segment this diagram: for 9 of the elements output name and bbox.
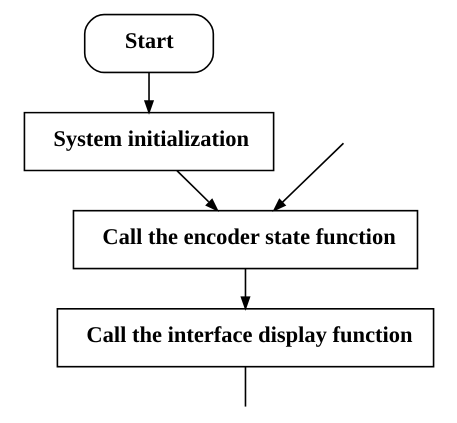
node-box: Call the interface display function [56, 308, 434, 368]
connector [244, 366, 246, 407]
node-box: Call the encoder state function [72, 210, 418, 270]
arrow [143, 72, 154, 115]
node-box: System initialization [23, 112, 274, 172]
arrow [176, 170, 219, 212]
arrow [272, 142, 344, 212]
node-box: Start [83, 14, 214, 74]
arrow [240, 268, 250, 311]
